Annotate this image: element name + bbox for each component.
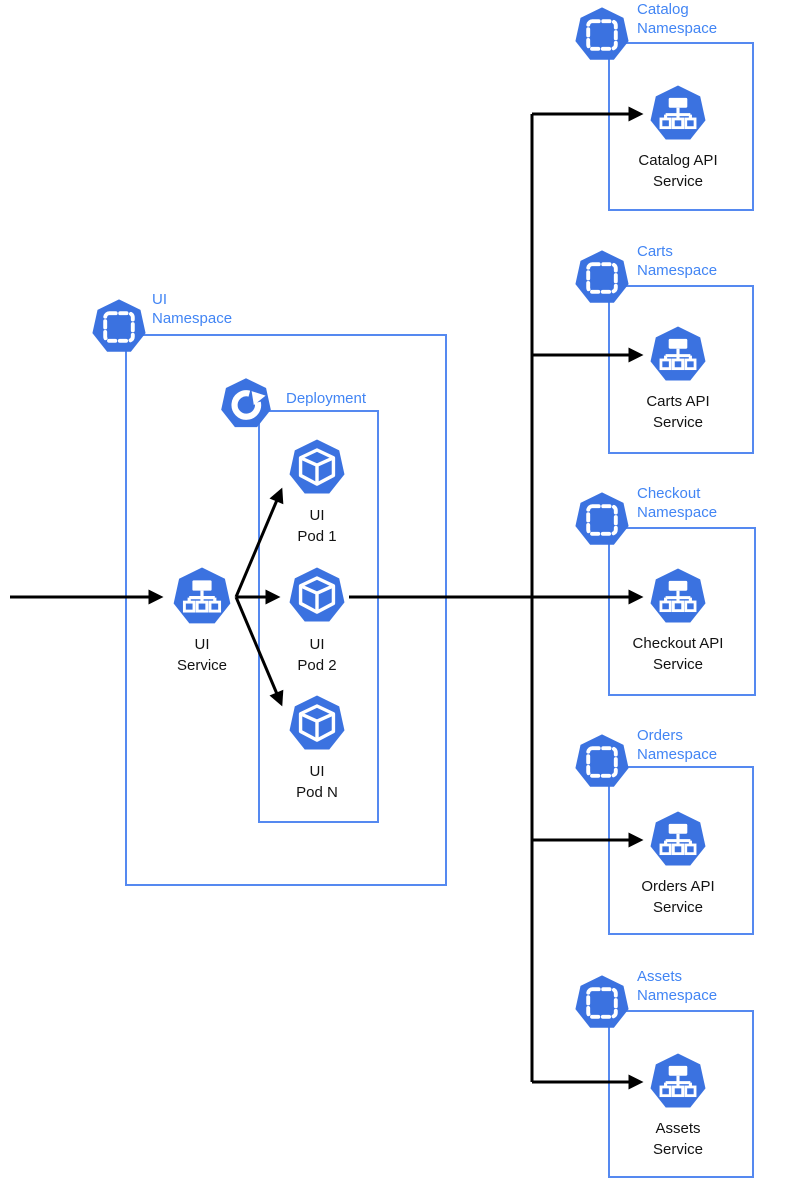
checkout-namespace-box — [608, 527, 756, 696]
orders-service-label: Orders API Service — [641, 878, 715, 916]
carts-service-label: Carts API Service — [646, 393, 710, 431]
assets-namespace-label: Assets Namespace — [637, 968, 718, 1004]
namespace-icon — [89, 297, 149, 357]
pod-icon — [286, 437, 348, 499]
namespace-icon — [572, 973, 632, 1033]
service-icon — [647, 1051, 709, 1113]
service-icon — [170, 565, 234, 629]
pod-icon — [286, 565, 348, 627]
deployment-box — [258, 410, 379, 823]
service-icon — [647, 324, 709, 386]
orders-namespace-box — [608, 766, 754, 935]
service-icon — [647, 83, 709, 145]
carts-namespace-label: Carts Namespace — [637, 243, 718, 279]
assets-namespace-box — [608, 1010, 754, 1178]
ui-service-label: UI Service — [176, 636, 228, 674]
service-icon — [647, 809, 709, 871]
arrow-ui-service-to-pod-1 — [234, 487, 284, 598]
checkout-service-label: Checkout API Service — [632, 635, 724, 673]
pod-label: UI Pod 2 — [297, 636, 337, 674]
service-icon — [647, 566, 709, 628]
deployment-label: Deployment — [286, 390, 367, 407]
pod-label: UI Pod N — [296, 763, 338, 801]
ui-namespace-box — [125, 334, 447, 886]
catalog-service-label: Catalog API Service — [638, 152, 718, 190]
pod-icon — [286, 693, 348, 755]
catalog-namespace-label: Catalog Namespace — [637, 1, 718, 37]
namespace-icon — [572, 248, 632, 308]
namespace-icon — [572, 490, 632, 550]
pod-label: UI Pod 1 — [297, 507, 337, 545]
orders-namespace-label: Orders Namespace — [637, 727, 718, 763]
namespace-icon — [572, 732, 632, 792]
namespace-icon — [572, 5, 632, 65]
checkout-namespace-label: Checkout Namespace — [637, 485, 718, 521]
catalog-namespace-box — [608, 42, 754, 211]
arrow-ui-service-to-pod-n — [234, 596, 284, 707]
deployment-icon — [218, 376, 274, 432]
ui-namespace-label: UI Namespace — [152, 291, 233, 327]
carts-namespace-box — [608, 285, 754, 454]
assets-service-label: Assets Service — [652, 1120, 704, 1158]
